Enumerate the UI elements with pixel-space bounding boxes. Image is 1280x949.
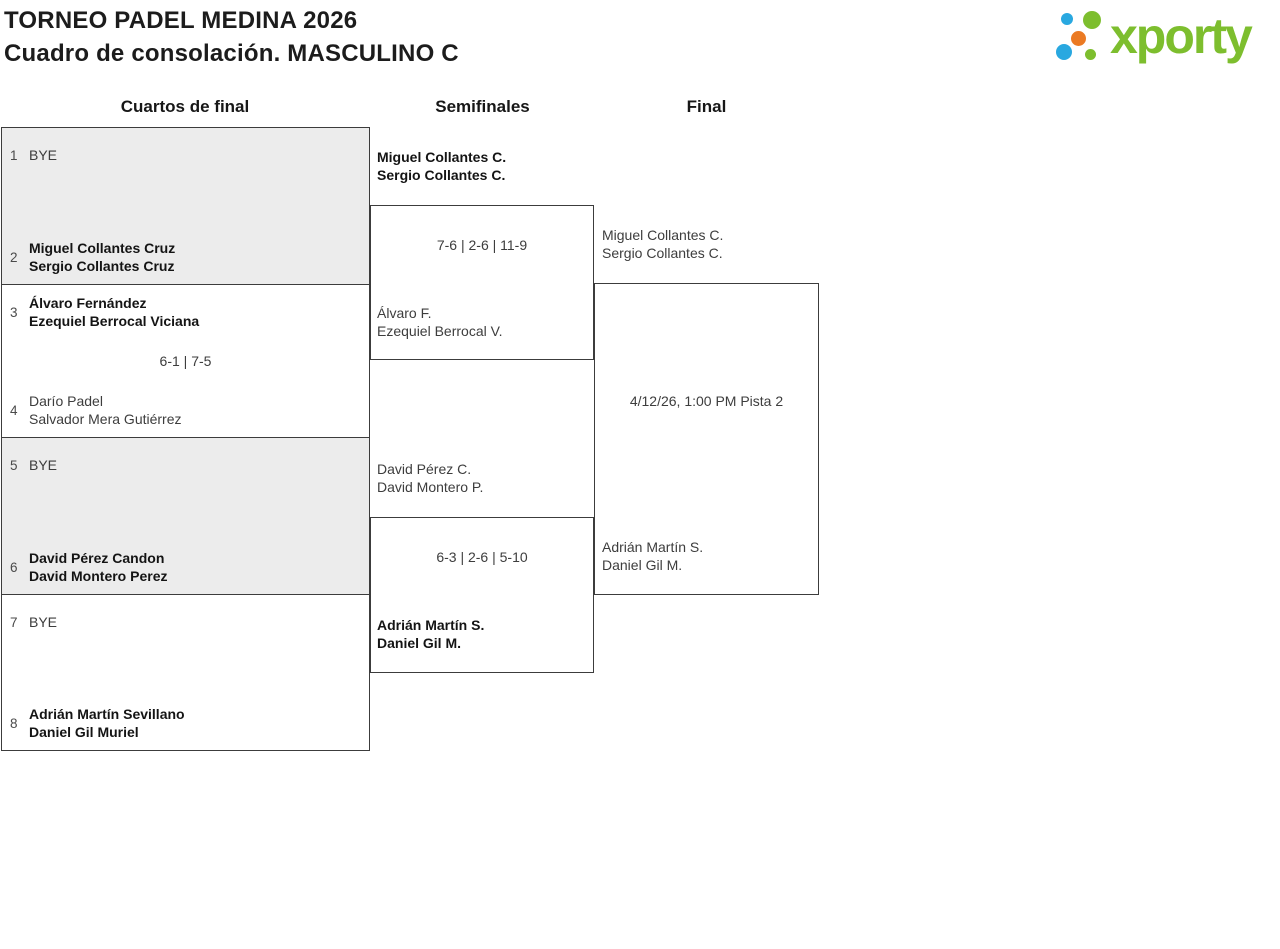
team-name: Álvaro F. Ezequiel Berrocal V. xyxy=(377,305,503,339)
logo-dot-orange-icon xyxy=(1071,31,1086,46)
match-score xyxy=(2,197,369,215)
match-score: 6-3 | 2-6 | 5-10 xyxy=(436,549,528,565)
match-score: 6-1 | 7-5 xyxy=(159,353,212,369)
page-title: TORNEO PADEL MEDINA 2026 xyxy=(4,7,358,34)
quarterfinal-match-4: 7 BYE 8 Adrián Martín Sevillano Daniel G… xyxy=(1,594,370,751)
team-name: Miguel Collantes Cruz Sergio Collantes C… xyxy=(29,240,176,274)
logo-dot-blue-small-icon xyxy=(1061,13,1073,25)
team-slot: 6 David Pérez Candon David Montero Perez xyxy=(2,549,369,585)
seed-label: 5 xyxy=(10,457,18,473)
team-name: Álvaro Fernández Ezequiel Berrocal Vicia… xyxy=(29,295,200,329)
semifinal-match-1-box xyxy=(370,205,594,360)
team-name: Adrián Martín Sevillano Daniel Gil Murie… xyxy=(29,706,185,740)
header: TORNEO PADEL MEDINA 2026 Cuadro de conso… xyxy=(4,4,459,70)
match-score xyxy=(2,664,369,682)
seed-label: 6 xyxy=(10,559,18,575)
seed-label: 3 xyxy=(10,304,18,320)
team-name: BYE xyxy=(29,147,58,163)
quarterfinal-match-1: 1 BYE 2 Miguel Collantes Cruz Sergio Col… xyxy=(1,127,370,285)
quarterfinal-match-3: 5 BYE 6 David Pérez Candon David Montero… xyxy=(1,437,370,595)
match-schedule: 4/12/26, 1:00 PM Pista 2 xyxy=(629,393,784,409)
team-slot: 4 Darío Padel Salvador Mera Gutiérrez xyxy=(2,392,369,428)
team-name: David Pérez Candon David Montero Perez xyxy=(29,550,168,584)
round-header-quarterfinals: Cuartos de final xyxy=(120,97,250,116)
team-slot: 1 BYE xyxy=(2,137,369,173)
logo-dot-blue-large-icon xyxy=(1056,44,1072,60)
seed-label: 2 xyxy=(10,249,18,265)
team-slot: 8 Adrián Martín Sevillano Daniel Gil Mur… xyxy=(2,705,369,741)
seed-label: 7 xyxy=(10,614,18,630)
quarterfinal-match-2: 3 Álvaro Fernández Ezequiel Berrocal Vic… xyxy=(1,284,370,438)
round-header-semifinals: Semifinales xyxy=(435,97,530,116)
team-name: BYE xyxy=(29,457,58,473)
team-name: Darío Padel Salvador Mera Gutiérrez xyxy=(29,393,182,427)
semifinal-match-2-box xyxy=(370,517,594,673)
team-slot: 5 BYE xyxy=(2,447,369,483)
page-subtitle: Cuadro de consolación. MASCULINO C xyxy=(4,40,459,67)
logo-text: xporty xyxy=(1110,8,1253,64)
team-name: David Pérez C. David Montero P. xyxy=(377,461,484,495)
logo-dot-green-large-icon xyxy=(1083,11,1101,29)
final-match-box xyxy=(594,283,819,595)
team-name: Miguel Collantes C. Sergio Collantes C. xyxy=(377,149,507,183)
xporty-logo[interactable]: xporty xyxy=(1046,3,1280,75)
team-slot: 3 Álvaro Fernández Ezequiel Berrocal Vic… xyxy=(2,294,369,330)
match-score: 7-6 | 2-6 | 11-9 xyxy=(436,237,528,253)
team-slot: 2 Miguel Collantes Cruz Sergio Collantes… xyxy=(2,239,369,275)
seed-label: 1 xyxy=(10,147,18,163)
team-slot: 7 BYE xyxy=(2,604,369,640)
team-name: Miguel Collantes C. Sergio Collantes C. xyxy=(602,227,724,261)
round-header-final: Final xyxy=(686,97,727,116)
logo-dot-green-small-icon xyxy=(1085,49,1096,60)
team-name: Adrián Martín S. Daniel Gil M. xyxy=(377,617,485,651)
team-name: Adrián Martín S. Daniel Gil M. xyxy=(602,539,704,573)
match-score xyxy=(2,507,369,525)
seed-label: 4 xyxy=(10,402,18,418)
team-name: BYE xyxy=(29,614,58,630)
seed-label: 8 xyxy=(10,715,18,731)
